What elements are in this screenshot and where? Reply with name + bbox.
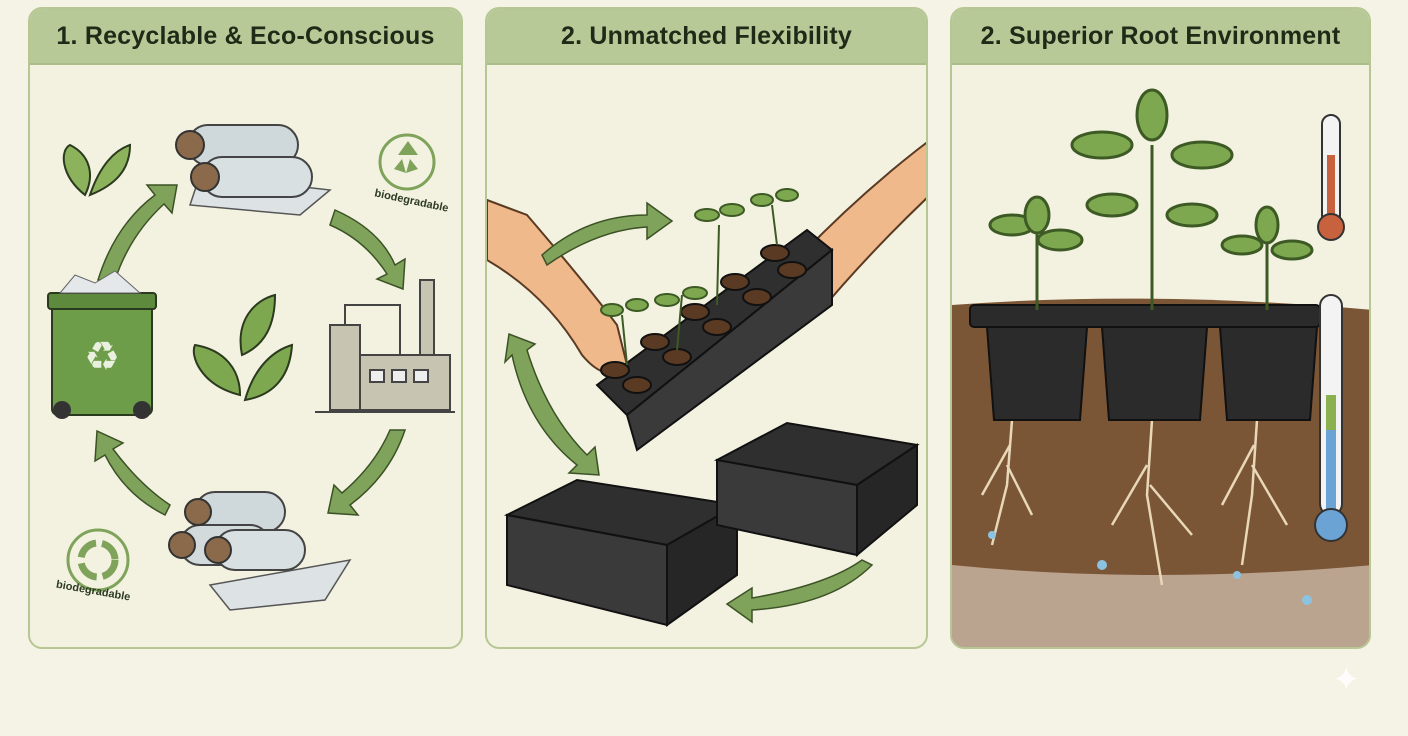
recycle-cycle-illustration: biodegradable ♻: [47, 124, 455, 611]
water-droplet-icon: [988, 531, 1312, 605]
panel-header: 2. Superior Root Environment: [952, 9, 1369, 65]
factory-icon: [315, 279, 455, 413]
plant-icon: [988, 88, 1314, 310]
biodegradable-badge: biodegradable: [55, 528, 131, 604]
seedling-tray-illustration: [487, 141, 926, 627]
seedling-icon: [600, 188, 799, 366]
seedling-tray: [969, 304, 1321, 421]
stacked-tray: [503, 421, 920, 627]
panel-root-environment: 2. Superior Root Environment: [950, 7, 1371, 649]
panel-title: 2. Superior Root Environment: [980, 21, 1341, 50]
recycle-bin-icon: ♻: [47, 270, 157, 419]
arrow-icon: [503, 201, 874, 624]
thermometer-icon: [1317, 114, 1345, 241]
panel-flexibility: 2. Unmatched Flexibility: [485, 7, 928, 649]
leaves-icon: [192, 293, 294, 402]
panel-recyclable: 1. Recyclable & Eco-Conscious biodegrada…: [28, 7, 463, 649]
root-environment-illustration: [952, 88, 1369, 647]
leaf-icon: [62, 143, 132, 197]
panel-header: 1. Recyclable & Eco-Conscious: [30, 9, 461, 65]
film-roll-icon: [168, 491, 352, 611]
sparkle-icon: ✦: [1332, 661, 1361, 699]
panel-title: 1. Recyclable & Eco-Conscious: [56, 21, 435, 50]
arrow-icon: [94, 184, 407, 517]
biodegradable-badge: biodegradable: [373, 133, 449, 215]
seedling-tray: [595, 228, 834, 452]
badge-label: biodegradable: [373, 187, 449, 214]
panel-title: 2. Unmatched Flexibility: [561, 21, 852, 50]
film-roll-icon: [175, 124, 332, 216]
panel-header: 2. Unmatched Flexibility: [487, 9, 926, 65]
root-icon: [980, 419, 1289, 586]
moisture-gauge-icon: [1314, 294, 1348, 542]
svg-text:♻: ♻: [84, 335, 120, 379]
